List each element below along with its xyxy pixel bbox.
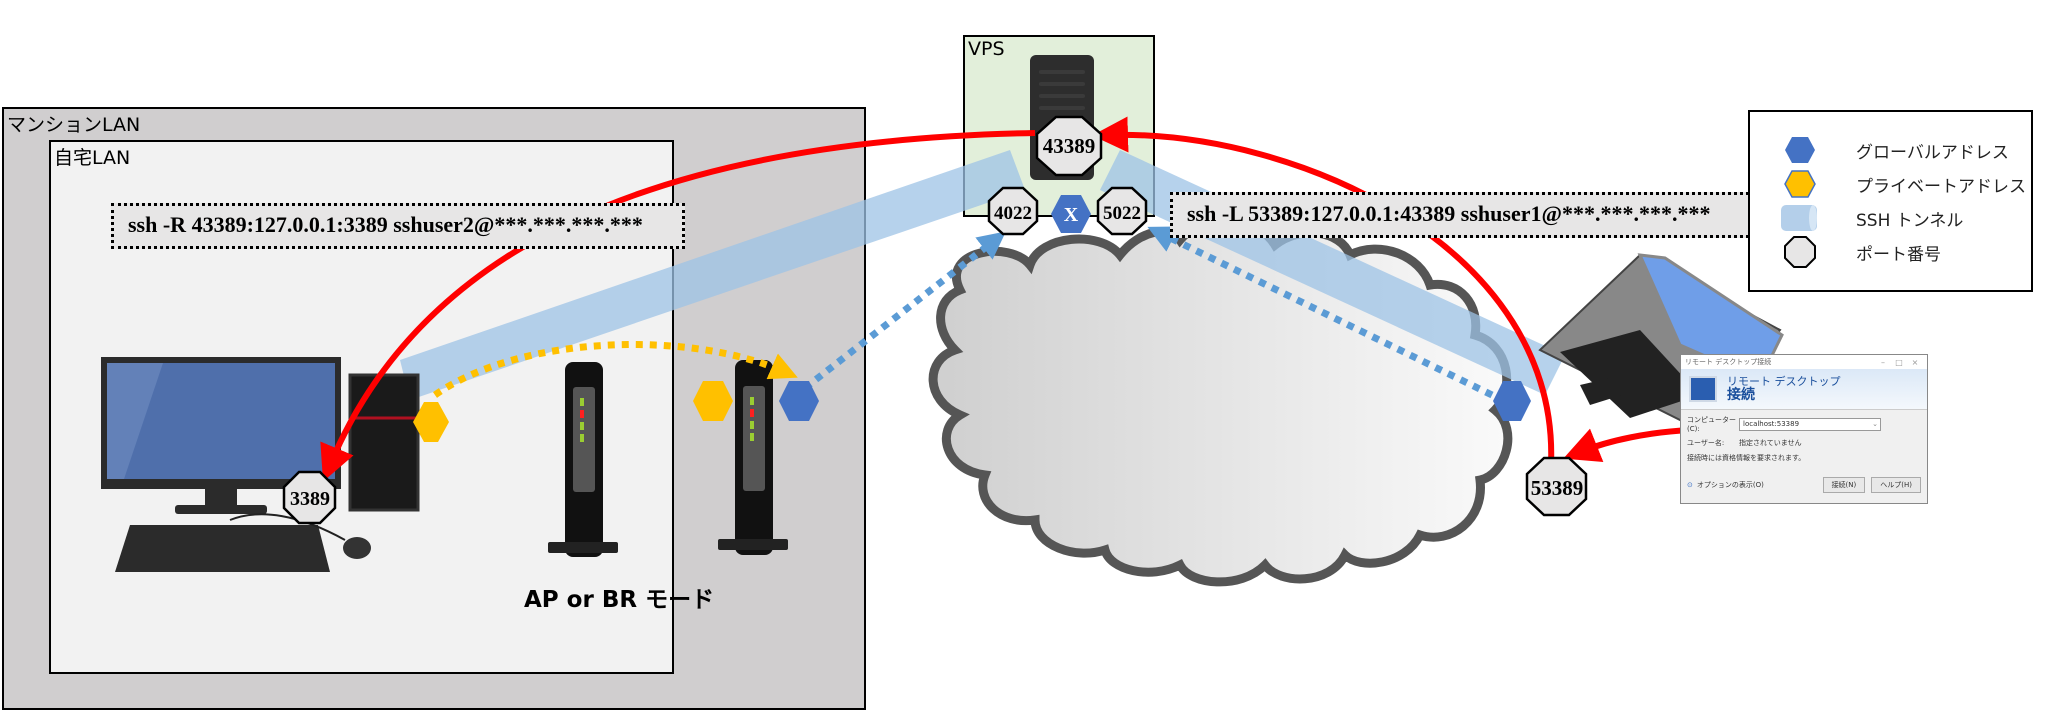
legend-item-global: グローバルアドレス	[1780, 134, 2009, 166]
rdp-window-title: リモート デスクトップ接続	[1685, 358, 1772, 366]
cylinder-tunnel-icon	[1780, 202, 1820, 234]
global-address-router-hexagon	[779, 381, 819, 421]
port-5022-badge: 5022	[1096, 186, 1148, 236]
rdp-monitor-icon	[1689, 376, 1717, 402]
ap-mode-label: AP or BR モード	[524, 587, 715, 613]
help-button[interactable]: ヘルプ(H)	[1871, 477, 1921, 493]
svg-text:43389: 43389	[1043, 134, 1096, 158]
mansion-lan-label: マンションLAN	[7, 114, 141, 136]
port-53389-badge: 53389	[1525, 456, 1588, 517]
svg-text:5022: 5022	[1103, 203, 1141, 224]
ssh-local-command: ssh -L 53389:127.0.0.1:43389 sshuser1@**…	[1170, 192, 1767, 238]
ssh-tunnel-home-to-vps	[400, 150, 1025, 400]
computer-label: コンピューター(C):	[1687, 416, 1736, 433]
home-gateway-router-icon	[718, 360, 788, 555]
hexagon-blue-icon	[1780, 134, 1820, 166]
legend-item-private: プライベートアドレス	[1780, 168, 2026, 200]
global-address-vps-hexagon	[1051, 195, 1091, 233]
desktop-pc-icon	[101, 357, 420, 572]
octagon-port-icon	[1780, 236, 1820, 268]
port-4022-badge: 4022	[987, 186, 1039, 236]
legend-label: グローバルアドレス	[1856, 142, 2009, 163]
user-value: 指定されていません	[1739, 439, 1802, 447]
legend-label: ポート番号	[1856, 244, 1941, 265]
svg-text:53389: 53389	[1531, 476, 1584, 500]
credentials-note: 接続時には資格情報を要求されます。	[1687, 454, 1806, 462]
rdp-titlebar: リモート デスクトップ接続 – □ ×	[1681, 355, 1927, 369]
svg-text:3389: 3389	[290, 488, 330, 510]
rdp-banner-title: リモート デスクトップ	[1727, 375, 1841, 388]
rdp-banner-subtitle: 接続	[1727, 387, 1755, 403]
show-options-icon[interactable]: ⊙	[1687, 481, 1693, 489]
hexagon-yellow-icon	[1780, 168, 1820, 200]
legend-label: SSH トンネル	[1856, 210, 1964, 231]
port-43389-badge: 43389	[1035, 115, 1103, 177]
minimize-icon[interactable]: –	[1881, 357, 1885, 367]
legend: グローバルアドレス プライベートアドレス SSH トンネル ポート番号	[1748, 110, 2033, 292]
legend-label: プライベートアドレス	[1856, 176, 2026, 197]
ssh-reverse-command: ssh -R 43389:127.0.0.1:3389 sshuser2@***…	[111, 203, 685, 249]
access-point-router-icon	[548, 362, 618, 557]
internet-cloud-icon	[928, 214, 1513, 587]
global-address-laptop-hexagon	[1493, 381, 1531, 421]
svg-text:4022: 4022	[994, 203, 1032, 224]
close-icon[interactable]: ×	[1911, 357, 1919, 367]
show-options-link[interactable]: オプションの表示(O)	[1696, 481, 1764, 489]
global-flow-laptop-to-vps	[1147, 226, 1494, 399]
global-flow-router-to-vps	[802, 231, 1007, 391]
legend-item-port: ポート番号	[1780, 236, 1941, 268]
private-address-router-hexagon	[693, 381, 733, 421]
port-3389-badge: 3389	[282, 470, 337, 525]
chevron-down-icon[interactable]: ⌄	[1872, 419, 1878, 428]
legend-item-tunnel: SSH トンネル	[1780, 202, 1963, 234]
home-lan-label: 自宅LAN	[54, 147, 131, 169]
computer-input[interactable]: localhost:53389 ⌄	[1739, 417, 1881, 431]
private-flow-pc-to-router	[432, 341, 798, 398]
flow-arc-rdp-to-local	[1563, 427, 1691, 463]
rdp-banner: リモート デスクトップ 接続	[1681, 369, 1927, 410]
vps-global-marker: X	[1064, 204, 1079, 226]
vps-label: VPS	[968, 38, 1005, 60]
maximize-icon[interactable]: □	[1895, 357, 1903, 367]
computer-value: localhost:53389	[1743, 419, 1800, 428]
connect-button[interactable]: 接続(N)	[1822, 477, 1866, 493]
private-address-pc-hexagon	[413, 402, 449, 442]
user-label: ユーザー名:	[1687, 439, 1725, 447]
remote-desktop-dialog: リモート デスクトップ接続 – □ × リモート デスクトップ 接続 コンピュー…	[1680, 354, 1928, 504]
